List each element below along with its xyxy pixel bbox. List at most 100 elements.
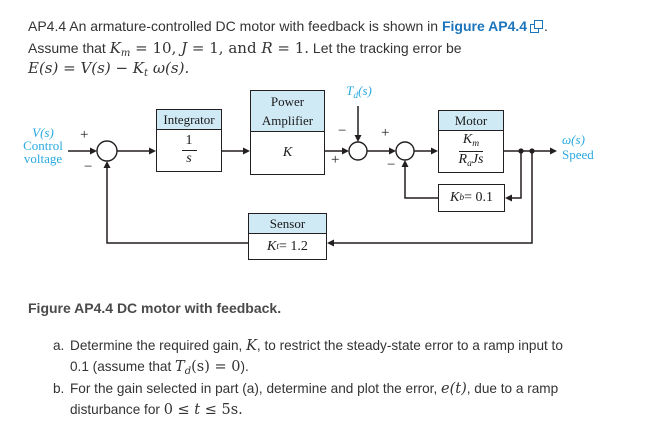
task-b-marker: b. [53, 381, 65, 396]
input-label-voltage: voltage [23, 151, 63, 166]
task-b2-t-symbol: t [194, 402, 201, 418]
integrator-numerator: 1 [181, 134, 197, 151]
takeoff-dots [518, 148, 535, 154]
task-a-marker: a. [53, 338, 65, 353]
sum1-plus-sign: + [80, 127, 89, 143]
problem-line-1-text: AP4.4 An armature-controlled DC motor wi… [28, 18, 442, 34]
figure-caption: Figure AP4.4 DC motor with feedback. [28, 300, 282, 316]
sum3-minus-sign: − [387, 157, 396, 173]
summing-junctions [96, 140, 415, 162]
disturbance-base: T [346, 83, 354, 98]
kb-value: = 0.1 [464, 190, 493, 205]
task-a2-text-post: ). [240, 359, 249, 374]
sum2-minus-sign: − [338, 123, 347, 139]
task-b2-ineq-post: ≤ 5s. [200, 402, 243, 418]
sum-junction-3 [395, 141, 415, 161]
disturbance-rest: (s) [358, 83, 372, 98]
power-amplifier-block: Power Amplifier K [250, 90, 325, 175]
disturbance-label: Td(s) [333, 84, 385, 103]
task-b-error-symbol: e(t) [441, 381, 467, 397]
kt-subscript: t [144, 68, 149, 79]
km-value: = 10, [130, 39, 182, 57]
task-b2-text-pre: disturbance for [70, 402, 164, 417]
problem-line-2: Assume that Km = 10, J = 1, and R = 1. L… [28, 39, 462, 59]
task-a-text-post: , to restrict the steady-state error to … [256, 338, 563, 353]
km-symbol: K [109, 39, 121, 57]
tracking-error-text: Let the tracking error be [309, 40, 462, 56]
km-subscript: m [120, 48, 131, 59]
sensor-kt-value: = 1.2 [279, 238, 308, 254]
motor-den-base: R [458, 152, 468, 167]
task-b-line-1: b. For the gain selected in part (a), det… [53, 381, 558, 397]
sensor-kt-subscript: t [276, 241, 280, 252]
output-label-speed: Speed [562, 147, 594, 162]
integrator-block-body: 1 s [157, 130, 221, 171]
motor-denominator: RaJs [459, 152, 484, 170]
power-amplifier-block-title: Power Amplifier [251, 91, 324, 132]
figure-link[interactable]: Figure AP4.4 [441, 18, 528, 34]
output-signal-label: ω(s) Speed [562, 132, 594, 162]
integrator-block-title: Integrator [157, 110, 221, 130]
popup-icon-front-square [534, 20, 544, 29]
sum-junction-1 [96, 140, 118, 162]
problem-line-1: AP4.4 An armature-controlled DC motor wi… [28, 18, 548, 34]
task-a2-text-pre: 0.1 (assume that [70, 359, 176, 374]
task-b-text-pre: For the gain selected in part (a), deter… [70, 381, 442, 396]
disturbance-subscript: d [353, 91, 359, 101]
task-a-line-2: 0.1 (assume that Td(s) = 0). [70, 359, 249, 377]
task-b2-ineq-pre: 0 ≤ [163, 402, 195, 418]
takeoff-dot-1 [518, 148, 524, 154]
popup-window-icon[interactable] [530, 20, 544, 33]
power-amplifier-gain: K [282, 145, 293, 160]
power-amplifier-title-line2: Amplifier [261, 113, 314, 128]
integrator-transfer-function: 1 s [181, 134, 197, 166]
wire-kb-sum3 [401, 160, 438, 199]
motor-block-body: Km RaJs [439, 131, 503, 172]
task-a-gain-symbol: K [246, 338, 257, 354]
wire-sensor-sum1 [103, 161, 248, 244]
connector-lines [68, 106, 557, 247]
problem-line-1-period: . [544, 18, 548, 34]
task-a2-td-subscript: d [184, 366, 192, 377]
integrator-denominator: s [186, 151, 192, 166]
motor-num-subscript: m [472, 139, 480, 150]
j-value: = 1, and [187, 39, 262, 57]
sensor-kt-base: K [267, 238, 277, 254]
task-a-text-pre: Determine the required gain, [70, 338, 247, 353]
task-b-line-2: disturbance for 0 ≤ t ≤ 5s. [70, 402, 243, 418]
task-a-line-1: a. Determine the required gain, K, to res… [53, 338, 563, 354]
sum2-plus-sign: + [331, 152, 340, 168]
task-a2-td-equation: (s) = 0 [191, 359, 241, 375]
sum-junction-2 [348, 141, 368, 161]
sum1-minus-sign: − [84, 159, 93, 175]
motor-numerator: Km [458, 132, 484, 152]
assume-text: Assume that [28, 40, 110, 56]
power-amplifier-title-line1: Power [270, 94, 305, 109]
takeoff-dot-2 [529, 148, 535, 154]
input-signal-label: V(s) Control voltage [14, 126, 72, 165]
motor-block-title: Motor [439, 111, 503, 131]
wire-takeoff-kb [505, 151, 522, 202]
r-symbol: R [261, 39, 273, 57]
input-label-vs: V(s) [32, 125, 54, 140]
sensor-block-title: Sensor [249, 214, 326, 234]
motor-block: Motor Km RaJs [438, 110, 504, 173]
motor-den-js: Js [471, 152, 484, 167]
sum3-plus-sign: + [381, 125, 390, 141]
motor-num-base: K [462, 132, 473, 148]
kb-subscript: b [459, 193, 465, 203]
task-a2-td-base: T [175, 359, 185, 375]
kb-base: K [450, 190, 460, 205]
j-symbol: J [181, 39, 188, 57]
error-equation: E(s) = V(s) − K [28, 59, 145, 77]
wire-takeoff-sensor [327, 151, 533, 247]
input-label-control: Control [23, 138, 63, 153]
motor-transfer-function: Km RaJs [458, 132, 484, 170]
motor-den-subscript: a [467, 159, 472, 169]
